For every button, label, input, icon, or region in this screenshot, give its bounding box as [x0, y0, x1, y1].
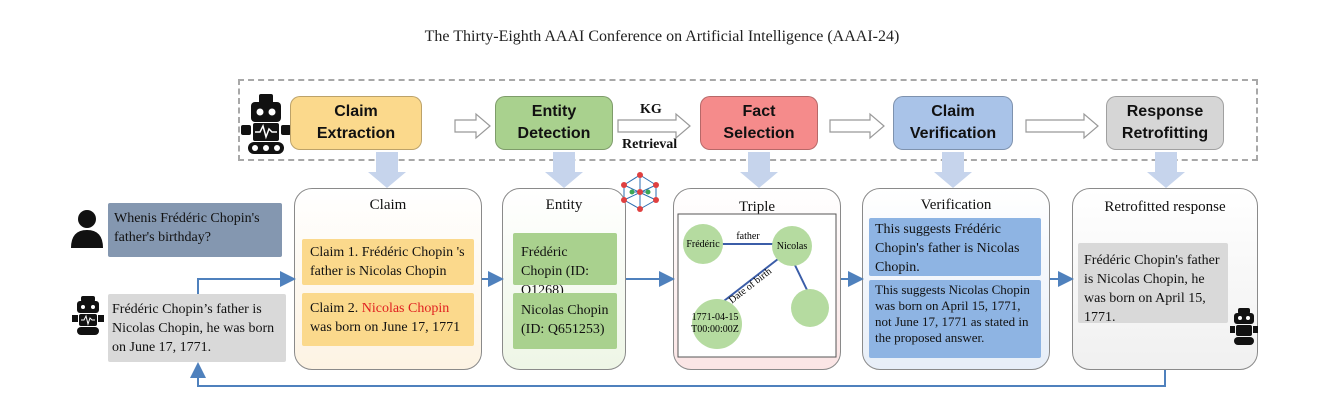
- stage-label: Claim Verification: [909, 103, 997, 142]
- retrofit-text: Frédéric Chopin's father is Nicolas Chop…: [1084, 253, 1220, 325]
- claim-panel-title: Claim: [369, 197, 407, 213]
- retrofit-panel-title: Retrofitted response: [1104, 199, 1226, 215]
- stage-label: Claim Extraction: [316, 103, 396, 142]
- pipeline-arrow: [1025, 112, 1099, 140]
- down-arrow: [934, 152, 972, 188]
- answer-box: Frédéric Chopin’s father is Nicolas Chop…: [108, 294, 286, 362]
- knowledge-graph-icon: [621, 172, 659, 212]
- stage-entity-detection: Entity Detection: [495, 96, 613, 150]
- down-arrow: [368, 152, 406, 188]
- triple-graph: Frédéric Nicolas 1771-04-15 T00:00:00Z f…: [677, 213, 837, 358]
- node-frederic: [683, 224, 723, 264]
- small-robot-icon: [72, 296, 104, 335]
- triple-panel-title: Triple: [738, 199, 776, 215]
- pipeline-arrow: [454, 112, 491, 140]
- flow-arrow-feedback: [190, 362, 1166, 387]
- stage-label: Entity Detection: [517, 103, 591, 142]
- claim-2-entity: Nicolas Chopin: [361, 301, 450, 316]
- claim-card-2: Claim 2. Nicolas Chopin was born on June…: [302, 293, 474, 346]
- down-arrow: [545, 152, 583, 188]
- page-header: The Thirty-Eighth AAAI Conference on Art…: [424, 28, 900, 45]
- claim-card-1: Claim 1. Frédéric Chopin 's father is Ni…: [302, 239, 474, 285]
- edge-father-label: father: [736, 231, 760, 242]
- stage-fact-selection: Fact Selection: [700, 96, 818, 150]
- node-date: [692, 299, 742, 349]
- node-frederic-label: Frédéric: [686, 239, 720, 250]
- stage-claim-verification: Claim Verification: [893, 96, 1013, 150]
- verification-card-1: This suggests Frédéric Chopin's father i…: [869, 218, 1041, 276]
- small-robot-icon: [1230, 308, 1258, 345]
- node-date-line2: T00:00:00Z: [691, 324, 739, 335]
- question-box: Whenis Frédéric Chopin's father's birthd…: [108, 203, 282, 257]
- question-text: Whenis Frédéric Chopin's father's birthd…: [114, 211, 260, 245]
- robot-icon: [241, 94, 291, 154]
- kg-label: KG: [640, 102, 662, 117]
- entity-panel-title: Entity: [545, 197, 583, 213]
- node-date-line1: 1771-04-15: [692, 312, 739, 323]
- retrieval-label: Retrieval: [622, 137, 678, 152]
- node-nicolas: [772, 226, 812, 266]
- stage-label: Response Retrofitting: [1121, 103, 1209, 142]
- entity-2-text: Nicolas Chopin (ID: Q651253): [521, 303, 609, 337]
- down-arrow: [740, 152, 778, 188]
- answer-text: Frédéric Chopin’s father is Nicolas Chop…: [112, 302, 275, 355]
- flow-arrow-answer-to-claim: [197, 271, 296, 294]
- verification-card-2: This suggests Nicolas Chopin was born on…: [869, 280, 1041, 358]
- stage-label: Fact Selection: [723, 103, 795, 142]
- down-arrow: [1147, 152, 1185, 188]
- user-icon: [71, 210, 103, 248]
- stage-claim-extraction: Claim Extraction: [290, 96, 422, 150]
- verification-1-text: This suggests Frédéric Chopin's father i…: [875, 222, 1020, 275]
- pipeline-arrow: [829, 112, 885, 140]
- claim-1-text: Claim 1. Frédéric Chopin 's father is Ni…: [310, 245, 465, 279]
- node-nicolas-label: Nicolas: [777, 241, 808, 252]
- edge-birth-line: [719, 258, 779, 305]
- retrofit-card: Frédéric Chopin's father is Nicolas Chop…: [1078, 243, 1228, 325]
- stage-response-retrofitting: Response Retrofitting: [1106, 96, 1224, 150]
- node-unnamed: [791, 289, 829, 327]
- verification-panel-title: Verification: [920, 197, 992, 213]
- claim-2-suffix: was born on June 17, 1771: [310, 320, 461, 335]
- pipeline-arrow: [617, 112, 691, 140]
- claim-2-prefix: Claim 2.: [310, 301, 362, 316]
- entity-card-2: Nicolas Chopin (ID: Q651253): [513, 293, 617, 349]
- verification-2-text: This suggests Nicolas Chopin was born on…: [875, 282, 1030, 345]
